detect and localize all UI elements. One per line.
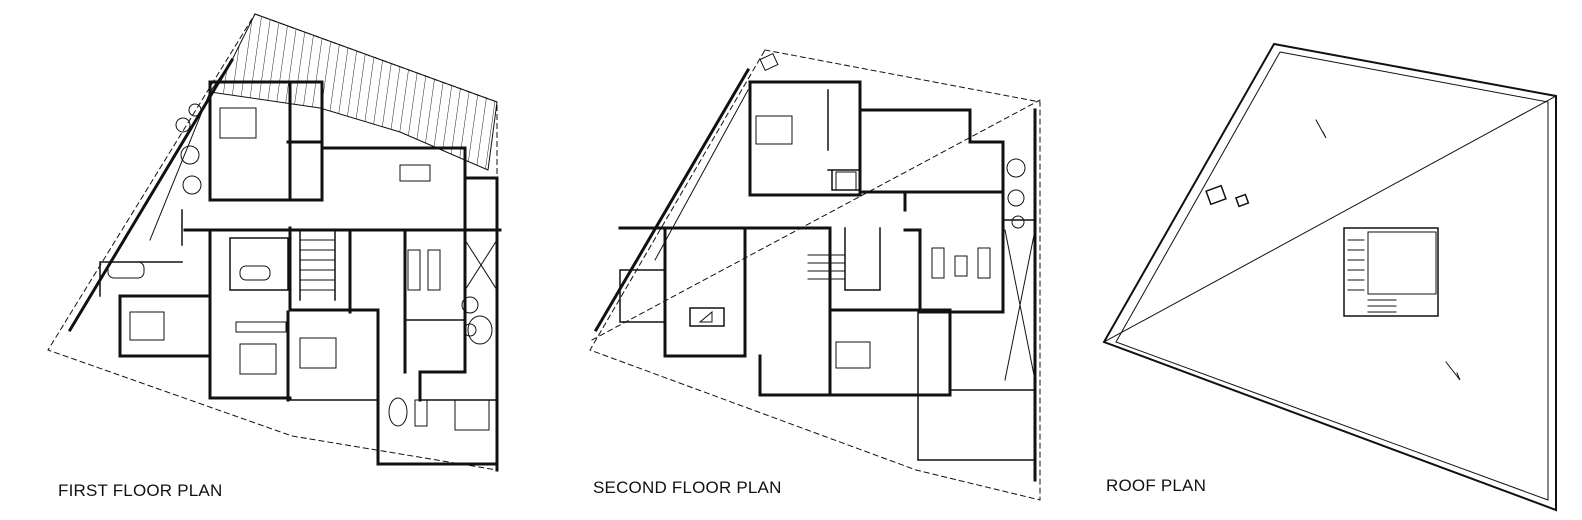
skylight xyxy=(1205,184,1227,206)
exterior-walls xyxy=(118,80,502,472)
site-boundary xyxy=(47,13,498,471)
skylight xyxy=(1234,193,1250,208)
second-floor-plan xyxy=(589,49,1041,501)
bed xyxy=(755,115,793,145)
exterior-walls xyxy=(618,80,1037,482)
bed xyxy=(299,337,337,369)
first-floor-plan-label: FIRST FLOOR PLAN xyxy=(58,481,223,500)
second-floor-plan-label: SECOND FLOOR PLAN xyxy=(593,478,782,497)
site-boundary xyxy=(589,49,1041,501)
first-floor-plan xyxy=(47,13,502,472)
west-wall xyxy=(67,57,235,333)
bed xyxy=(129,311,165,341)
roof-plan xyxy=(1102,42,1557,512)
roof-stair-enclosure xyxy=(1343,227,1439,317)
bed xyxy=(239,343,277,375)
bed xyxy=(219,107,257,139)
west-wall xyxy=(593,67,751,333)
roof-plan-label: ROOF PLAN xyxy=(1106,476,1207,495)
roof-outline xyxy=(1102,42,1557,512)
bed xyxy=(835,341,871,369)
bed xyxy=(454,399,490,431)
